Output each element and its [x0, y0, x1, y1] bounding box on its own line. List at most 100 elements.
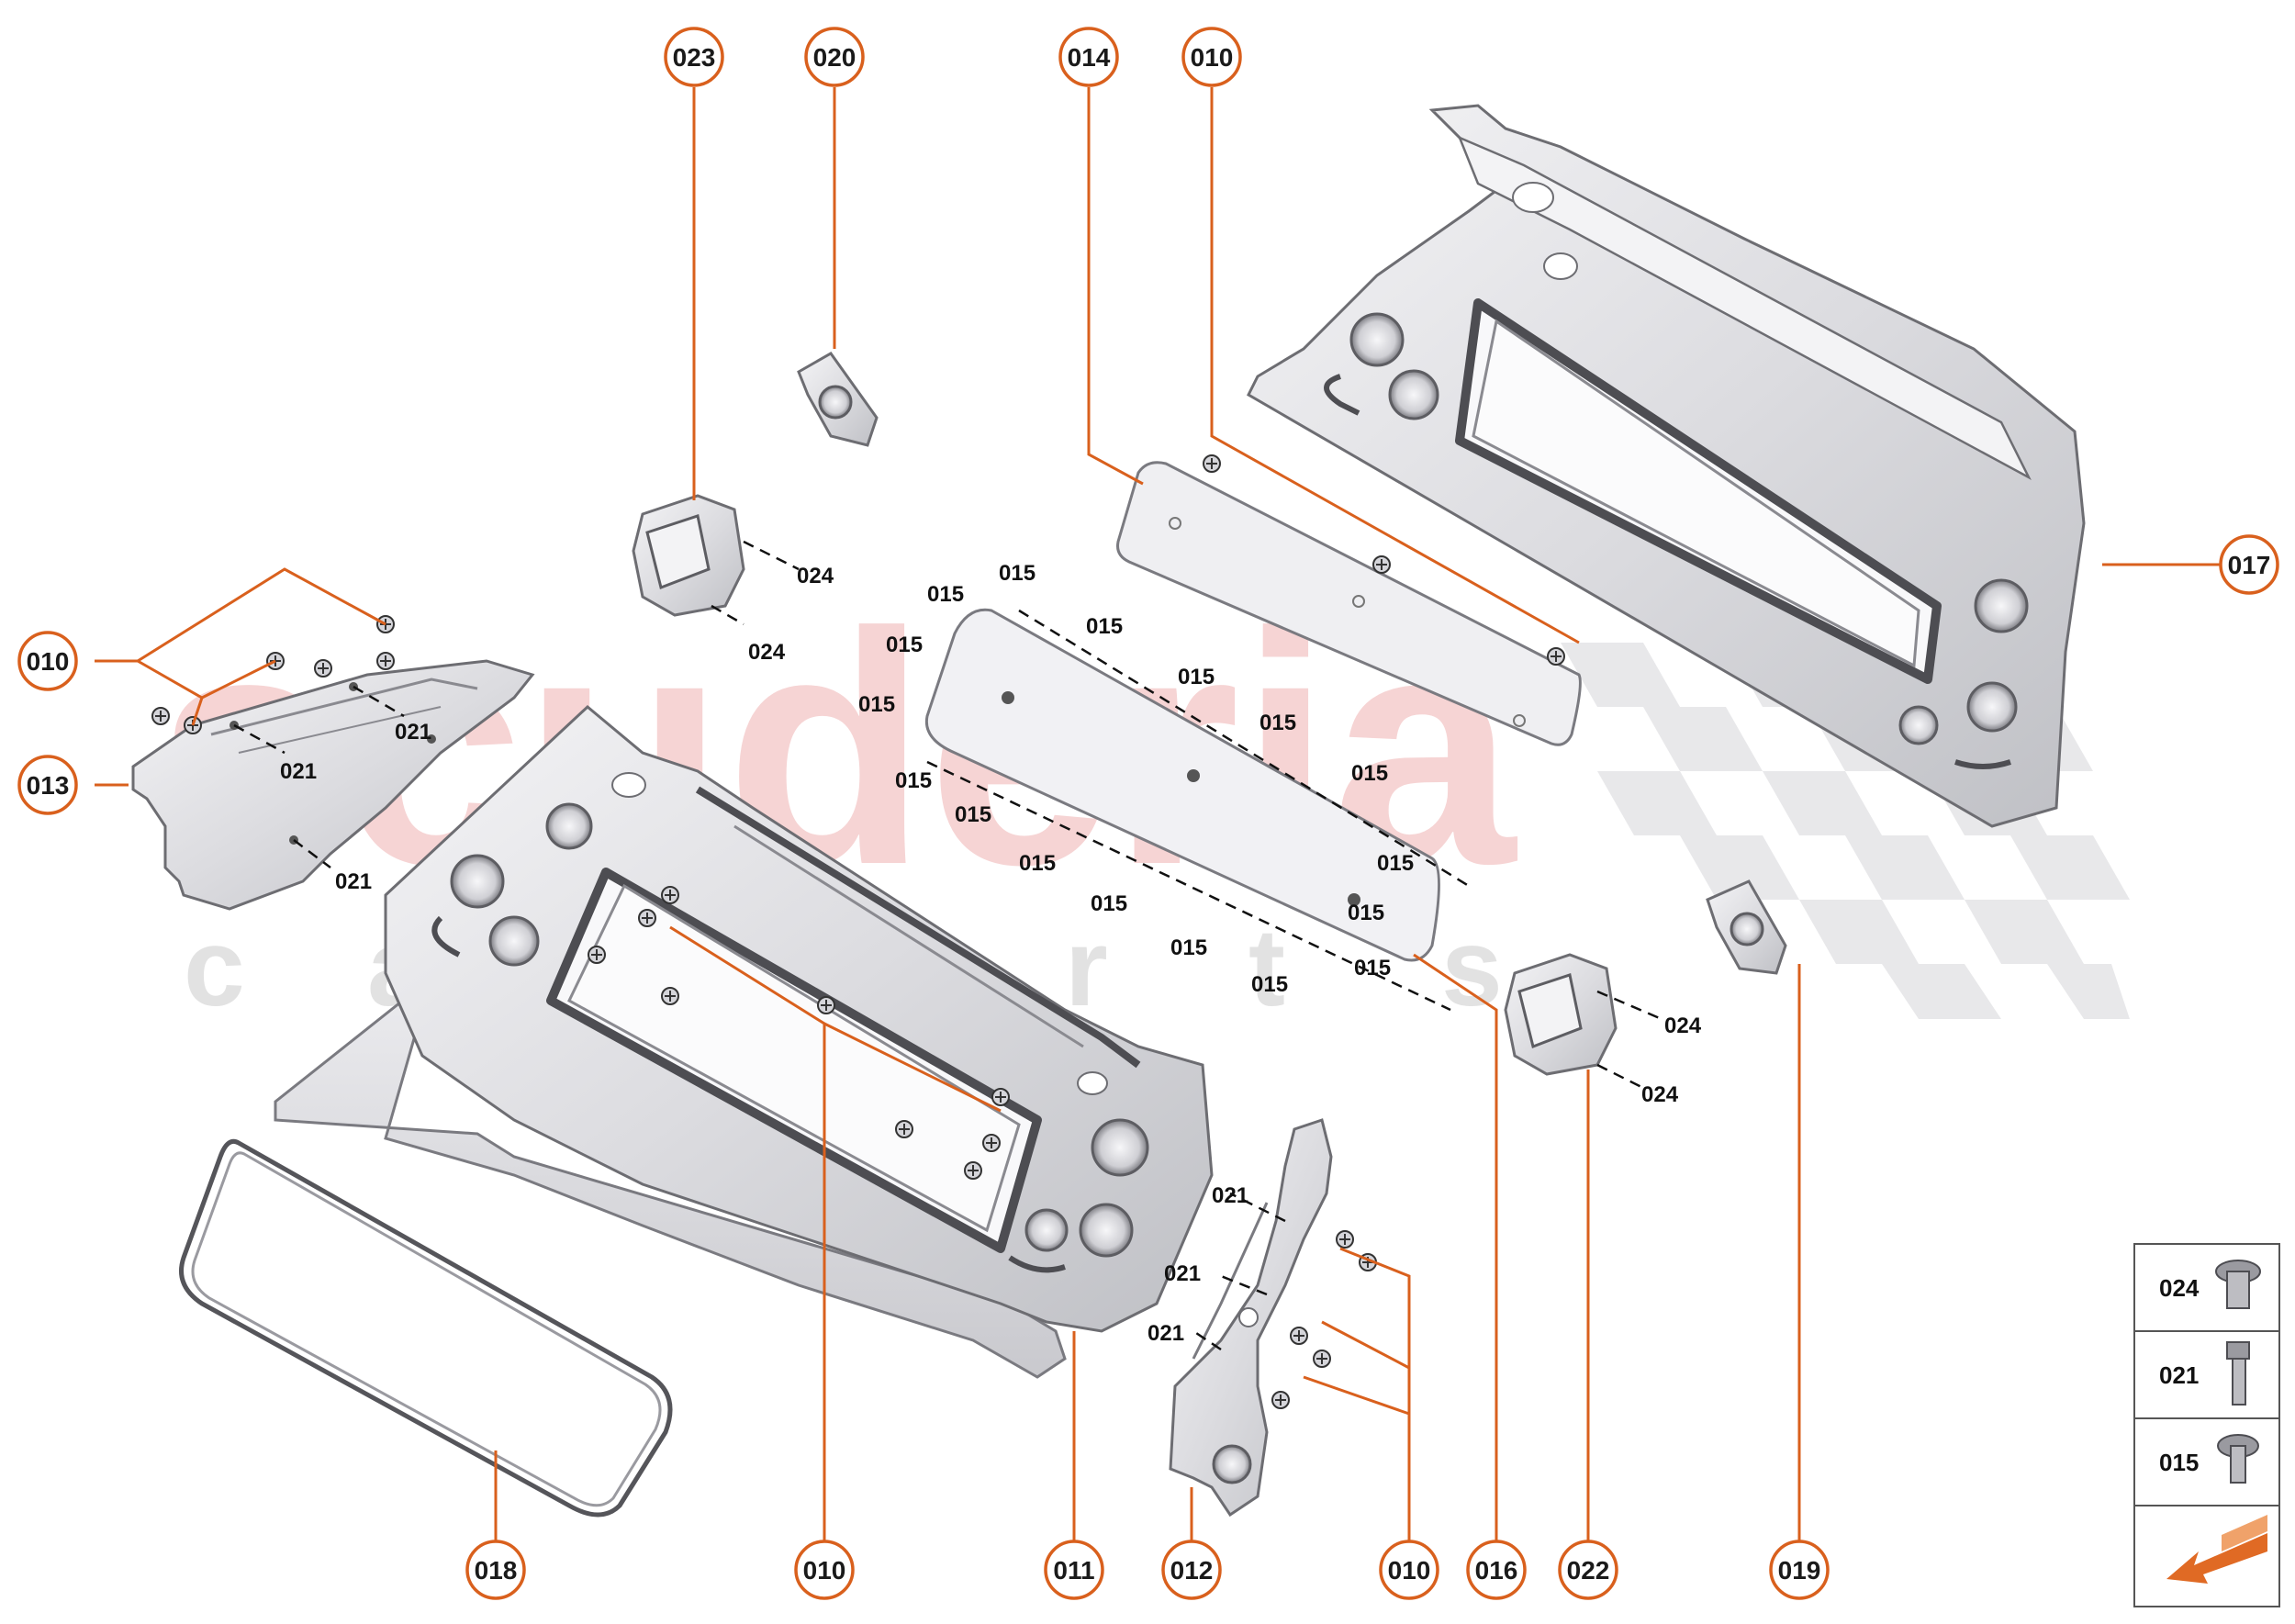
watermark-letter: c	[184, 906, 245, 1029]
fastener-label: 015	[895, 768, 932, 793]
watermark-letter: s	[1441, 906, 1503, 1029]
fastener-label: 015	[955, 802, 991, 827]
cover-plate-014	[1116, 461, 1582, 746]
fastener-label: 015	[1251, 972, 1288, 997]
watermark-letter: t	[1248, 906, 1285, 1029]
callout-014: 014	[1058, 27, 1119, 87]
fastener-label: 024	[1641, 1082, 1679, 1107]
fastener-label: 015	[1348, 901, 1384, 925]
callout-circle	[17, 631, 78, 691]
screw-icon	[991, 1088, 1010, 1106]
flange-bolt-icon	[2215, 1260, 2261, 1309]
fastener-label: 024	[1664, 1014, 1702, 1038]
callout-circle	[804, 27, 865, 87]
fastener-label: 015	[1377, 851, 1414, 876]
callout-number: 010	[803, 1556, 846, 1585]
callout-circle	[664, 27, 724, 87]
callout-circle	[17, 755, 78, 815]
callout-circle	[794, 1540, 855, 1600]
fastener-label: 015	[1019, 851, 1056, 876]
screw-icon	[314, 659, 332, 678]
duct-sleeve-023	[632, 494, 745, 617]
callout-circle	[1058, 27, 1119, 87]
fastener-label: 021	[1164, 1261, 1201, 1286]
screw-icon	[1203, 454, 1221, 473]
seal-plate-016	[924, 608, 1440, 962]
screw-icon	[964, 1161, 982, 1180]
mount-bracket-019	[1706, 879, 1787, 975]
fastener-label: 015	[1354, 956, 1391, 980]
watermark-letter: r	[1065, 906, 1108, 1029]
screw-icon	[151, 707, 170, 725]
callout-circle	[1161, 1540, 1222, 1600]
screw-icon	[982, 1134, 1001, 1152]
callout-number: 022	[1567, 1556, 1610, 1585]
fastener-label: 021	[395, 720, 431, 745]
callout-019: 019	[1769, 1540, 1830, 1600]
direction-arrow-icon	[2166, 1515, 2267, 1584]
main-bulkhead-011	[274, 705, 1214, 1379]
fastener-label: 015	[1259, 711, 1296, 735]
fastener-label: 021	[1148, 1321, 1184, 1346]
callout-number: 013	[27, 771, 70, 800]
legend-label: 015	[2159, 1449, 2199, 1476]
screw-icon	[1336, 1230, 1354, 1249]
callout-circle	[1181, 27, 1242, 87]
callout-018: 018	[465, 1540, 526, 1600]
fastener-glyphs	[151, 454, 1565, 1409]
fastener-label: 015	[1351, 761, 1388, 786]
fastener-label: 024	[797, 564, 834, 588]
callout-circle	[1379, 1540, 1439, 1600]
callout-number: 023	[673, 43, 716, 72]
screw-icon	[638, 909, 656, 927]
callout-number: 018	[475, 1556, 518, 1585]
callout-number: 014	[1068, 43, 1111, 72]
screw-icon	[1313, 1350, 1331, 1368]
screw-icon	[895, 1120, 913, 1138]
fastener-label: 024	[748, 640, 786, 665]
legend-label: 024	[2159, 1274, 2200, 1302]
dashed-leader-lines	[233, 540, 1662, 1351]
callout-number: 020	[813, 43, 856, 72]
screw-icon	[1271, 1391, 1290, 1409]
fastener-labels: 024 024 021 021 021 015 015 015 015 015 015 015 015 0…	[280, 561, 1702, 1346]
rear-bulkhead-panel-017	[1247, 104, 2086, 828]
callout-circle	[1044, 1540, 1104, 1600]
callout-circle	[1466, 1540, 1527, 1600]
duct-sleeve-022	[1504, 953, 1618, 1076]
callout-circle	[2219, 534, 2279, 595]
callout-number: 017	[2228, 551, 2271, 579]
fastener-label: 015	[1086, 614, 1123, 639]
callout-013: 013	[17, 755, 78, 815]
screw-icon	[1290, 1327, 1308, 1345]
callout-017: 017	[2219, 534, 2279, 595]
callout-022: 022	[1558, 1540, 1618, 1600]
callout-020: 020	[804, 27, 865, 87]
callout-number: 012	[1170, 1556, 1214, 1585]
callout-number: 010	[1191, 43, 1234, 72]
callout-number: 011	[1053, 1556, 1094, 1585]
screw-icon	[588, 946, 606, 964]
screw-icon	[1372, 555, 1391, 574]
fastener-label: 015	[1178, 665, 1215, 689]
fastener-label: 015	[1170, 935, 1207, 960]
fastener-label: 021	[280, 759, 317, 784]
fastener-label: 015	[886, 633, 923, 657]
callout-circle	[1769, 1540, 1830, 1600]
hex-bolt-icon	[2226, 1341, 2250, 1406]
right-bracket-012	[1169, 1118, 1333, 1518]
callout-number: 010	[1388, 1556, 1431, 1585]
callout-012: 012	[1161, 1540, 1222, 1600]
callout-010: 010	[1379, 1540, 1439, 1600]
callout-number: 010	[27, 647, 70, 676]
fastener-label: 021	[335, 869, 372, 894]
screw-icon	[376, 652, 395, 670]
callout-circle	[465, 1540, 526, 1600]
screw-icon	[661, 987, 679, 1005]
callout-011: 011	[1044, 1540, 1104, 1600]
screw-icon	[1547, 647, 1565, 666]
screw-icon	[817, 996, 835, 1014]
fastener-label: 021	[1212, 1183, 1248, 1208]
